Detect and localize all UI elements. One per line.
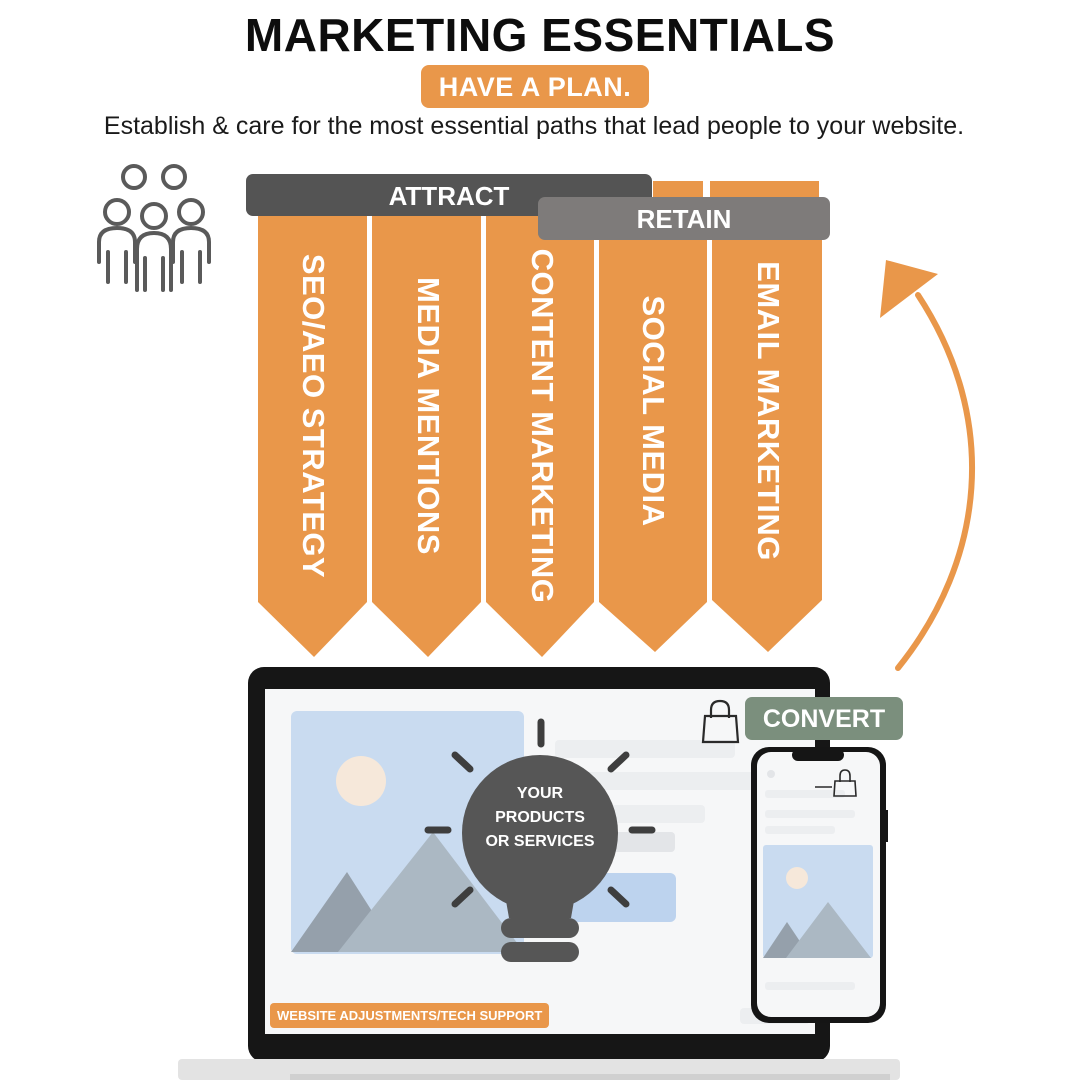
bulb-line-1: YOUR xyxy=(516,785,564,802)
column-seo xyxy=(258,214,367,657)
column-email xyxy=(712,236,822,652)
bulb-line-3: OR SERVICES xyxy=(485,833,595,850)
column-content xyxy=(486,214,594,657)
phone-illustration xyxy=(751,747,888,1023)
bulb-line-2: PRODUCTS xyxy=(495,809,585,826)
column-label-email: EMAIL MARKETING xyxy=(751,261,786,561)
phone-bag-icon xyxy=(815,769,857,797)
people-group-icon xyxy=(97,164,211,292)
column-label-media: MEDIA MENTIONS xyxy=(411,277,446,555)
lightbulb-icon xyxy=(424,718,656,962)
shopping-bag-icon xyxy=(701,699,740,744)
column-label-seo: SEO/AEO STRATEGY xyxy=(296,253,331,579)
bulb-text: YOUR PRODUCTS OR SERVICES xyxy=(462,782,618,854)
phone-image-placeholder-icon xyxy=(763,845,873,958)
convert-badge: CONVERT xyxy=(745,697,903,740)
plan-badge: HAVE A PLAN. xyxy=(421,65,649,108)
column-social xyxy=(599,236,707,652)
retain-bar: RETAIN xyxy=(538,197,830,240)
column-media xyxy=(372,214,481,657)
channel-columns xyxy=(258,214,822,657)
page-title: MARKETING ESSENTIALS xyxy=(244,9,836,61)
curved-arrow-icon xyxy=(880,260,975,671)
subtitle: Establish & care for the most essential … xyxy=(103,112,965,140)
column-label-social: SOCIAL MEDIA xyxy=(636,295,671,527)
column-label-content: CONTENT MARKETING xyxy=(525,248,560,604)
tech-support-badge: WEBSITE ADJUSTMENTS/TECH SUPPORT xyxy=(270,1003,550,1028)
